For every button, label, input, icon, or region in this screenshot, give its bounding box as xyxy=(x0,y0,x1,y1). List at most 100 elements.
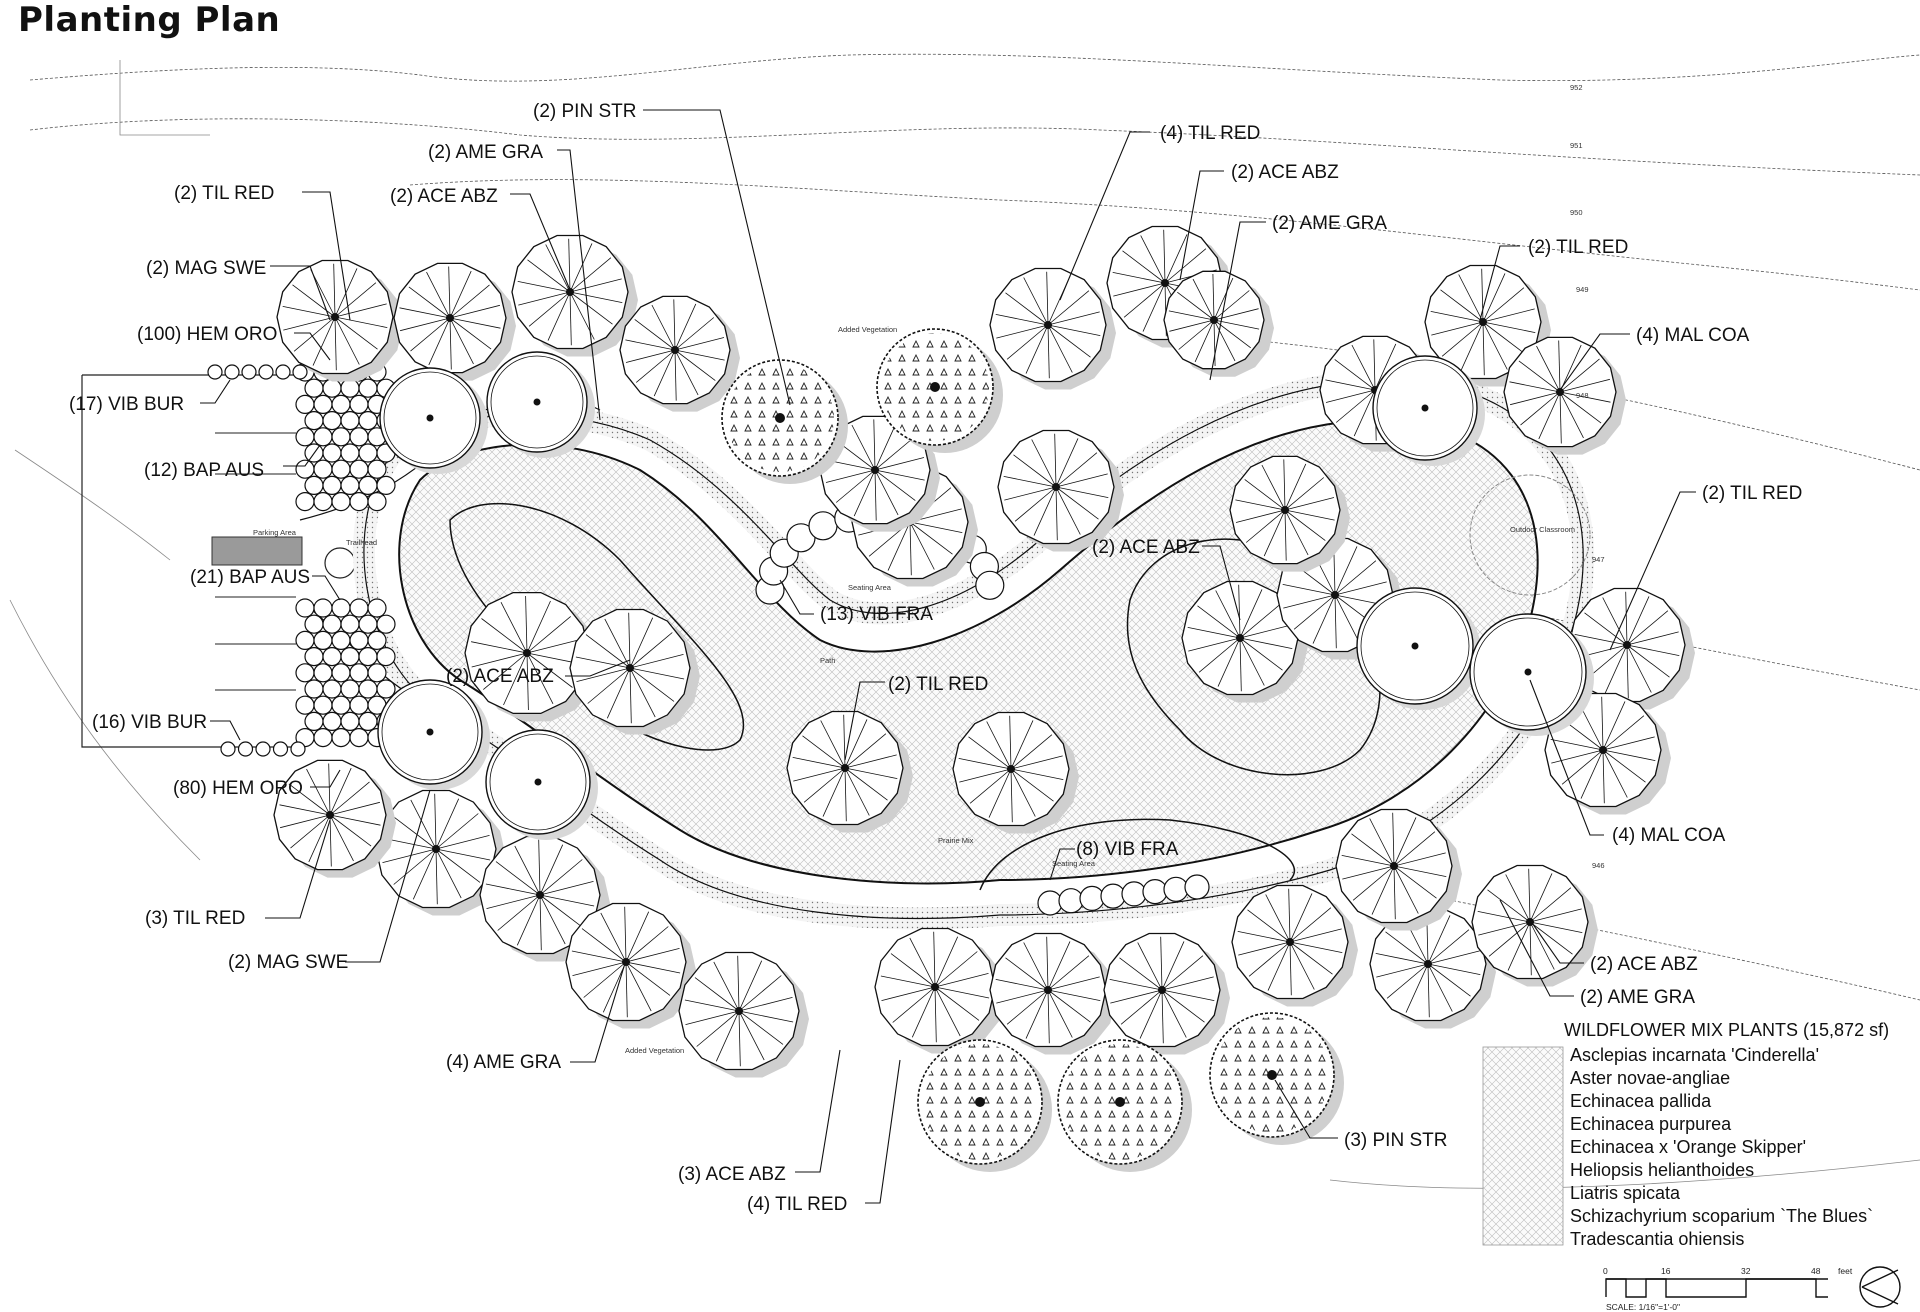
legend-item: Tradescantia ohiensis xyxy=(1570,1229,1744,1249)
shrub-symbol xyxy=(331,663,351,683)
shrub-symbol xyxy=(340,475,360,495)
shrub-symbol xyxy=(1163,876,1189,902)
ornamental-tree-symbol xyxy=(379,367,488,474)
tree-symbols xyxy=(273,225,1695,1172)
shrub-symbol xyxy=(331,459,351,479)
callout-label: (2) ACE ABZ xyxy=(1231,162,1339,183)
callout-label: (4) MAL COA xyxy=(1612,825,1726,846)
shrub-symbol xyxy=(295,630,315,651)
shrub-symbol xyxy=(376,646,396,667)
legend-title: WILDFLOWER MIX PLANTS (15,872 sf) xyxy=(1564,1020,1889,1040)
pine-tree-symbol xyxy=(876,328,1003,453)
shrub-symbol xyxy=(295,695,315,715)
shrub-symbol xyxy=(331,598,351,618)
tree-canopy-symbol xyxy=(1163,270,1274,377)
shrub-symbol xyxy=(322,378,342,398)
shrub-symbol xyxy=(376,614,396,634)
shrub-symbol xyxy=(349,492,369,512)
tree-canopy-symbol xyxy=(786,710,913,833)
shrub-symbol xyxy=(1142,878,1168,905)
callout-label: (4) MAL COA xyxy=(1636,325,1750,346)
legend-item: Echinacea purpurea xyxy=(1570,1114,1732,1134)
tree-canopy-symbol xyxy=(1369,906,1496,1029)
shrub-symbol xyxy=(1058,888,1084,914)
legend-swatch xyxy=(1482,1046,1564,1246)
shrub-symbol xyxy=(322,443,342,463)
shrub-symbol xyxy=(367,598,387,618)
contour-label: 952 xyxy=(1570,83,1583,92)
legend-item: Liatris spicata xyxy=(1570,1183,1681,1203)
tree-canopy-symbol xyxy=(276,259,403,382)
shrub-symbol xyxy=(1079,885,1105,912)
tree-canopy-symbol xyxy=(1103,932,1230,1055)
callout-label: (4) AME GRA xyxy=(446,1052,561,1073)
area-label-added-vegetation: Added Vegetation xyxy=(838,325,897,334)
shrub-symbol xyxy=(349,727,369,748)
area-label-trailhead: Trailhead xyxy=(346,538,377,547)
callout-label: (3) TIL RED xyxy=(145,908,245,929)
tree-canopy-symbol xyxy=(1181,580,1308,703)
pine-tree-symbol xyxy=(917,1039,1052,1172)
shrub-symbol xyxy=(340,411,360,431)
shrub-symbol xyxy=(1121,881,1147,907)
shrub-symbol xyxy=(358,711,378,732)
parking-area xyxy=(81,374,356,748)
tree-canopy-symbol xyxy=(569,608,700,735)
shrub-symbol xyxy=(295,427,315,447)
callout-label: (12) BAP AUS xyxy=(144,460,264,481)
contour-label: 949 xyxy=(1576,285,1589,294)
shrub-symbol xyxy=(313,630,333,651)
callout-label: (2) TIL RED xyxy=(1528,237,1628,258)
shrub-symbol xyxy=(322,411,342,431)
shrub-symbol xyxy=(313,727,333,748)
scale-tick-label: 32 xyxy=(1741,1266,1751,1276)
tree-canopy-symbol xyxy=(1229,455,1350,572)
shrub-symbol xyxy=(367,492,387,512)
shrub-symbol xyxy=(331,394,351,414)
callout-label: (80) HEM ORO xyxy=(173,778,303,799)
ornamental-tree-symbol xyxy=(1469,613,1594,736)
pine-tree-symbol xyxy=(1209,1012,1344,1145)
area-labels: Parking Area Trailhead Added Vegetation … xyxy=(253,325,1575,1055)
legend-item: Asclepias incarnata 'Cinderella' xyxy=(1570,1045,1819,1065)
contour-label: 951 xyxy=(1570,141,1583,150)
callout-label: (100) HEM ORO xyxy=(137,324,277,345)
shrub-symbol xyxy=(275,364,291,380)
scale-unit: feet xyxy=(1838,1266,1853,1276)
shrub-symbol xyxy=(313,695,333,715)
tree-canopy-symbol xyxy=(393,262,516,381)
tree-canopy-symbol xyxy=(1335,808,1462,931)
legend-item: Heliopsis helianthoides xyxy=(1570,1160,1754,1180)
tree-canopy-symbol xyxy=(989,932,1116,1055)
scale-tick-label: 48 xyxy=(1811,1266,1821,1276)
contour-label: 948 xyxy=(1576,391,1589,400)
legend-item: Aster novae-angliae xyxy=(1570,1068,1730,1088)
callout-label: (2) AME GRA xyxy=(1272,213,1387,234)
outdoor-classroom xyxy=(1469,474,1591,596)
shrub-symbol xyxy=(322,614,342,634)
contour-label: 950 xyxy=(1570,208,1583,217)
legend-item: Schizachyrium scoparium `The Blues` xyxy=(1570,1206,1873,1226)
shrub-symbol xyxy=(304,646,324,667)
scale-bar: 0 16 32 48 feet SCALE: 1/16"=1'-0" xyxy=(1603,1266,1901,1312)
ornamental-tree-symbol xyxy=(485,729,598,840)
shrub-symbol xyxy=(237,741,254,757)
scale-tick-label: 0 xyxy=(1603,1266,1608,1276)
tree-canopy-symbol xyxy=(819,415,940,532)
scale-tick-label: 16 xyxy=(1661,1266,1671,1276)
shrub-symbol xyxy=(1100,883,1126,909)
ornamental-tree-symbol xyxy=(1356,587,1481,710)
shrub-symbol xyxy=(349,459,369,479)
tree-canopy-symbol xyxy=(952,711,1079,834)
contour-label: 946 xyxy=(1592,861,1605,870)
scale-caption: SCALE: 1/16"=1'-0" xyxy=(1606,1302,1680,1312)
shrub-symbol xyxy=(272,741,289,757)
shrub-symbol xyxy=(295,492,315,512)
shrub-symbol xyxy=(304,378,324,398)
callout-label: (2) AME GRA xyxy=(428,142,543,163)
callout-label: (3) PIN STR xyxy=(1344,1130,1447,1151)
shrub-symbol xyxy=(313,663,333,683)
shrub-symbol xyxy=(367,459,387,479)
tree-canopy-symbol xyxy=(565,902,696,1029)
